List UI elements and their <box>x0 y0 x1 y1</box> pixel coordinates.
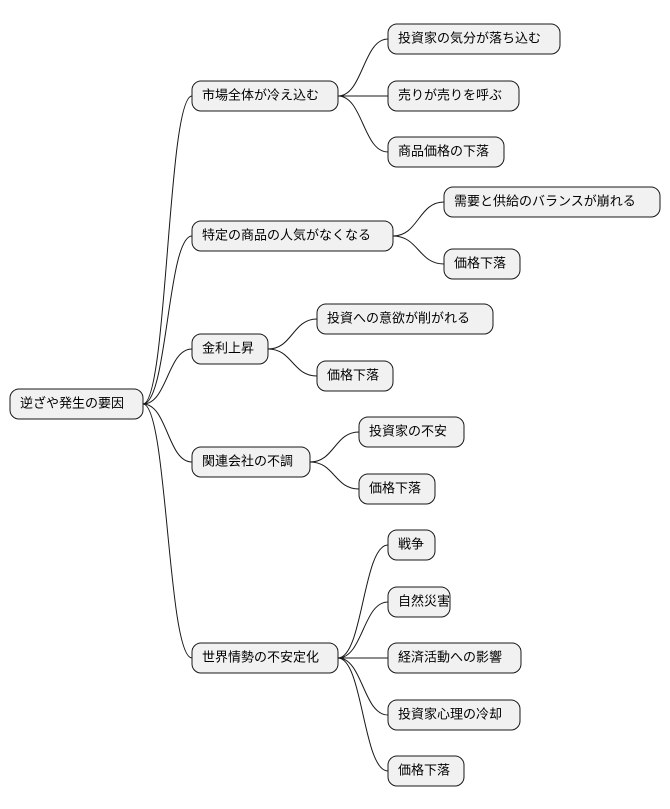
connector-line <box>142 403 193 463</box>
branch-node: 金利上昇 <box>191 333 269 365</box>
branch-node: 市場全体が冷え込む <box>191 80 339 112</box>
node-label: 関連会社の不調 <box>202 454 293 470</box>
leaf-node: 価格下落 <box>316 360 394 392</box>
node-label: 世界情勢の不安定化 <box>202 651 319 666</box>
node-box <box>387 642 522 674</box>
connector-line <box>337 95 389 153</box>
mindmap-edges <box>142 38 445 772</box>
connector-line <box>337 657 389 772</box>
leaf-node: 投資家の不安 <box>358 416 465 448</box>
branch-node: 世界情勢の不安定化 <box>191 642 339 674</box>
node-box <box>358 473 436 505</box>
root-node: 逆ざや発生の要因 <box>9 388 144 420</box>
node-label: 逆ざや発生の要因 <box>20 396 124 412</box>
node-box <box>387 136 505 168</box>
leaf-node: 投資への意欲が削がれる <box>316 303 494 335</box>
leaf-node: 投資家心理の冷却 <box>387 699 521 731</box>
leaf-node: 商品価格の下落 <box>387 136 505 168</box>
leaf-node: 価格下落 <box>387 755 465 787</box>
node-label: 自然災害 <box>398 594 450 610</box>
leaf-node: 投資家の気分が落ち込む <box>387 23 561 55</box>
connector-line <box>337 38 389 97</box>
node-label: 価格下落 <box>454 256 506 272</box>
connector-line <box>267 348 318 377</box>
node-label: 需要と供給のバランスが崩れる <box>454 195 636 210</box>
node-box <box>358 416 465 448</box>
connector-line <box>142 95 193 405</box>
node-box <box>387 529 436 561</box>
node-label: 投資への意欲が削がれる <box>327 311 470 327</box>
leaf-node: 売りが売りを呼ぶ <box>387 80 520 112</box>
leaf-node: 価格下落 <box>358 473 436 505</box>
connector-line <box>337 657 389 716</box>
node-box <box>191 446 311 478</box>
node-label: 価格下落 <box>327 368 379 384</box>
leaf-node: 価格下落 <box>443 248 521 280</box>
connector-line <box>142 235 193 405</box>
branch-node: 関連会社の不調 <box>191 446 311 478</box>
node-label: 投資家心理の冷却 <box>398 707 502 723</box>
node-label: 価格下落 <box>369 481 421 497</box>
node-box <box>9 388 144 420</box>
leaf-node: 自然災害 <box>387 586 451 618</box>
node-box <box>387 80 520 112</box>
connector-line <box>392 201 445 237</box>
node-box <box>191 642 339 674</box>
node-box <box>191 80 339 112</box>
node-label: 戦争 <box>398 538 424 553</box>
node-box <box>191 333 269 365</box>
node-box <box>443 186 661 218</box>
node-label: 投資家の不安 <box>369 424 447 440</box>
node-label: 特定の商品の人気がなくなる <box>202 228 371 244</box>
leaf-node: 需要と供給のバランスが崩れる <box>443 186 661 218</box>
node-box <box>316 360 394 392</box>
node-box <box>191 220 394 252</box>
node-label: 投資家の気分が落ち込む <box>398 31 541 47</box>
leaf-node: 戦争 <box>387 529 436 561</box>
node-label: 金利上昇 <box>202 341 254 357</box>
branch-node: 特定の商品の人気がなくなる <box>191 220 394 252</box>
node-box <box>387 586 451 618</box>
node-label: 価格下落 <box>398 763 450 779</box>
connector-line <box>267 318 318 350</box>
node-label: 経済活動への影響 <box>398 650 502 666</box>
node-label: 商品価格の下落 <box>398 144 489 160</box>
node-box <box>387 755 465 787</box>
node-box <box>316 303 494 335</box>
connector-line <box>142 348 193 405</box>
node-box <box>387 23 561 55</box>
connector-line <box>142 403 193 659</box>
node-box <box>387 699 521 731</box>
connector-line <box>392 235 445 265</box>
connector-line <box>309 431 360 463</box>
connector-line <box>337 601 389 659</box>
node-box <box>443 248 521 280</box>
connector-line <box>337 544 389 659</box>
node-label: 市場全体が冷え込む <box>202 88 319 104</box>
node-label: 売りが売りを呼ぶ <box>398 88 502 104</box>
connector-line <box>309 461 360 490</box>
leaf-node: 経済活動への影響 <box>387 642 522 674</box>
